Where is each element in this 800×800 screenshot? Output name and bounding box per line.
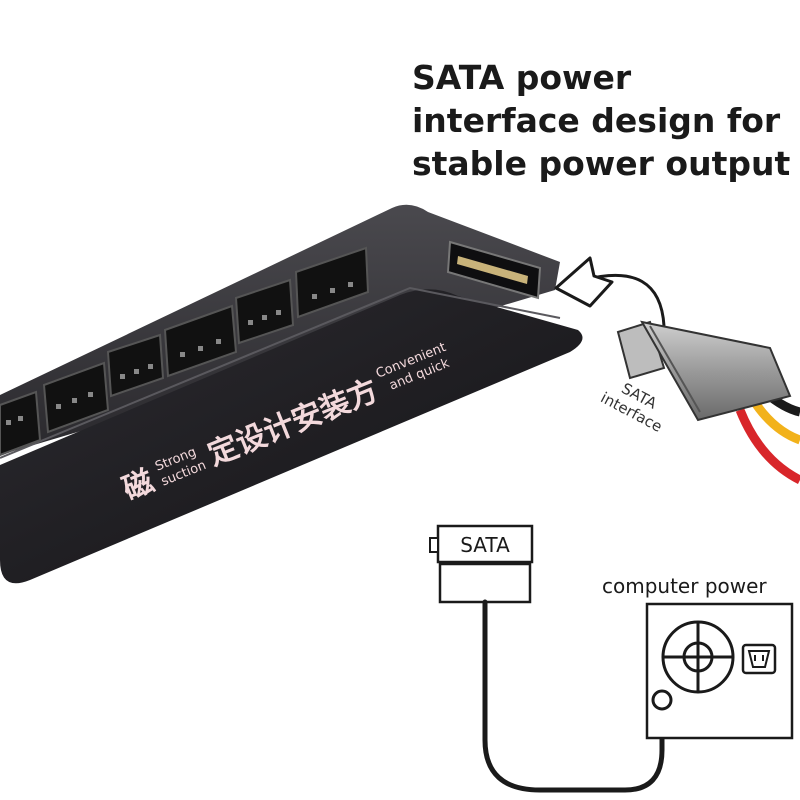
headline-line-1: SATA power xyxy=(412,58,632,97)
hub-edge-highlight xyxy=(0,286,561,459)
psu-diagram: computer power xyxy=(602,574,794,740)
hub-front-face xyxy=(0,289,583,584)
diagram-cable xyxy=(482,599,665,793)
sata-plug-label: SATA xyxy=(460,533,510,557)
fan-header-4 xyxy=(163,304,238,378)
fan-header-5 xyxy=(234,278,295,345)
sata-power-connector xyxy=(616,320,800,485)
fan-icon xyxy=(661,620,735,694)
insert-arrow xyxy=(554,256,671,333)
psu-label: computer power xyxy=(602,574,767,598)
fan-header-3 xyxy=(106,333,165,398)
sata-plug-diagram: SATA xyxy=(429,524,665,793)
fan-header-1 xyxy=(0,390,42,457)
power-socket-icon xyxy=(741,643,777,675)
psu-cable-port xyxy=(651,689,673,711)
wire-red xyxy=(735,408,800,485)
arrow-head-icon xyxy=(554,256,614,308)
fan-header-2 xyxy=(42,361,110,434)
plug-body xyxy=(640,320,792,422)
headline-line-3: stable power output xyxy=(412,144,791,183)
headline: SATA power interface design for stable p… xyxy=(412,56,798,185)
headline-line-2: interface design for xyxy=(412,101,781,140)
hub-sata-port xyxy=(446,240,542,300)
fan-header-6 xyxy=(294,246,370,319)
